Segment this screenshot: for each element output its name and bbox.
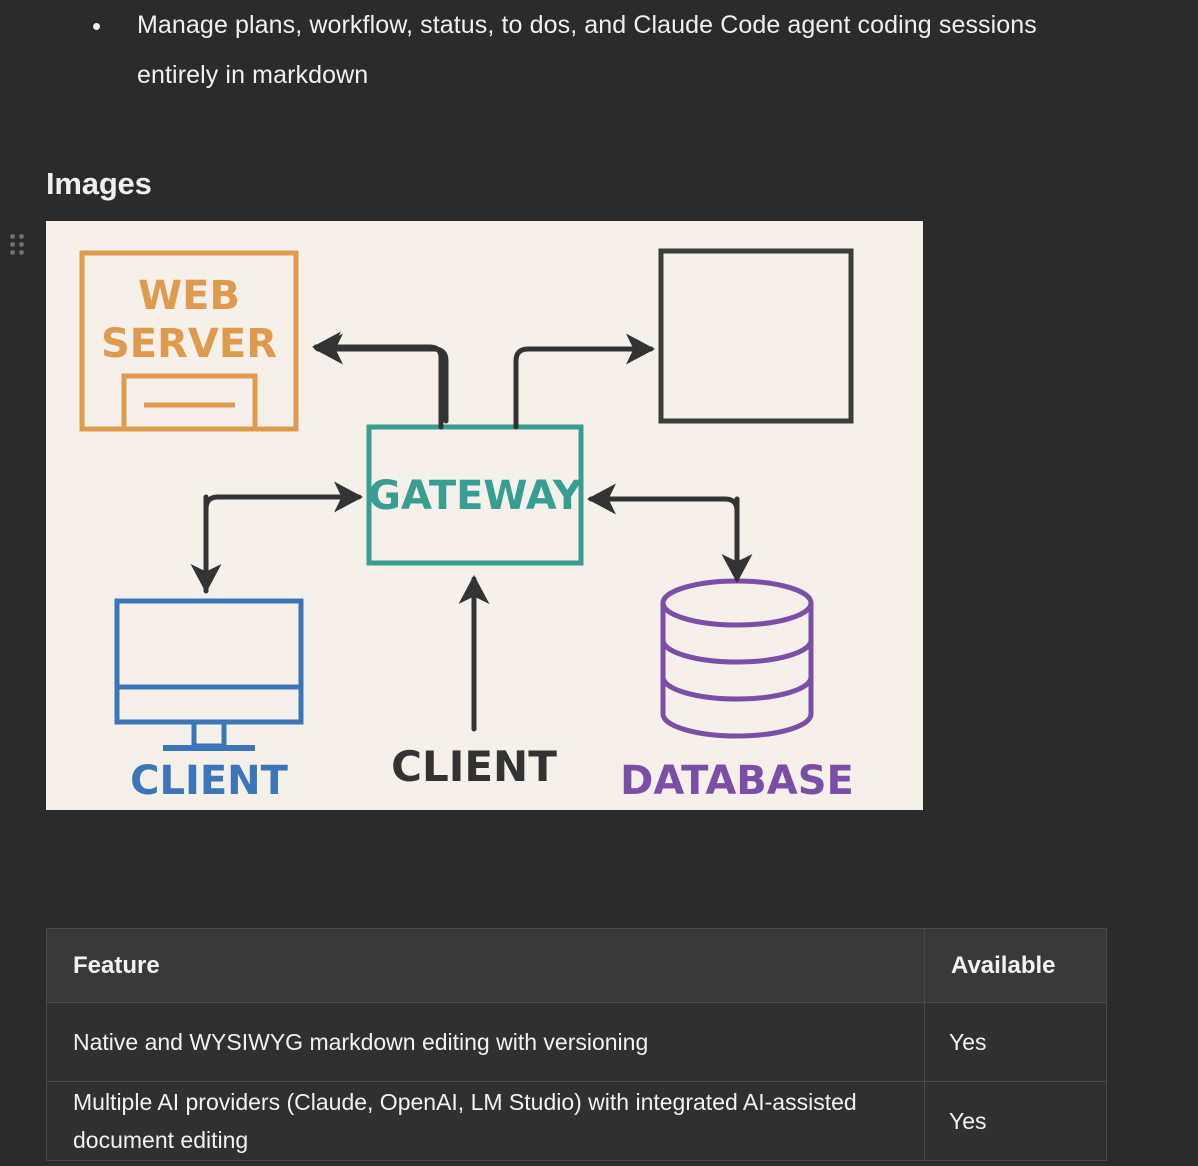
node-client-mid: CLIENT	[391, 742, 557, 791]
drag-dot	[10, 242, 15, 247]
node-blank-box	[658, 248, 854, 424]
node-label-web-server-2: SERVER	[101, 321, 277, 367]
column-header-feature: Feature	[46, 928, 925, 1003]
drag-dot	[19, 250, 24, 255]
drag-dot	[19, 242, 24, 247]
edge-to-web-server	[314, 333, 449, 424]
edge-gateway-to-blank-box	[513, 333, 655, 430]
node-gateway: GATEWAY	[366, 424, 584, 566]
bullet-list: Manage plans, workflow, status, to dos, …	[0, 0, 1120, 100]
feature-availability-table: Feature Available Native and WYSIWYG mar…	[46, 928, 1107, 1161]
list-item: Manage plans, workflow, status, to dos, …	[0, 0, 1120, 100]
cell-available: Yes	[924, 1081, 1107, 1161]
diagram-image[interactable]: WEB SERVER GATEWAY CLIENT CLIENT	[46, 221, 923, 810]
cell-feature: Native and WYSIWYG markdown editing with…	[46, 1002, 925, 1082]
drag-dot	[10, 250, 15, 255]
drag-dot	[19, 234, 24, 239]
column-header-available: Available	[924, 928, 1107, 1003]
node-database: DATABASE	[620, 578, 854, 804]
drag-dot	[10, 234, 15, 239]
page-title: Images	[46, 166, 152, 201]
node-label-web-server: WEB	[138, 273, 240, 319]
drag-dots-icon[interactable]	[10, 234, 24, 256]
node-label-gateway: GATEWAY	[368, 473, 583, 519]
node-label-client-left: CLIENT	[130, 758, 289, 804]
node-label-database: DATABASE	[620, 758, 854, 804]
node-label-client-mid: CLIENT	[391, 742, 557, 791]
node-web-server: WEB SERVER	[79, 250, 299, 432]
table-row: Native and WYSIWYG markdown editing with…	[46, 1002, 1107, 1082]
table-header-row: Feature Available	[46, 928, 1107, 1003]
cell-available: Yes	[924, 1002, 1107, 1082]
table-row: Multiple AI providers (Claude, OpenAI, L…	[46, 1081, 1107, 1161]
node-client-left: CLIENT	[114, 598, 304, 804]
cell-feature: Multiple AI providers (Claude, OpenAI, L…	[46, 1081, 925, 1161]
